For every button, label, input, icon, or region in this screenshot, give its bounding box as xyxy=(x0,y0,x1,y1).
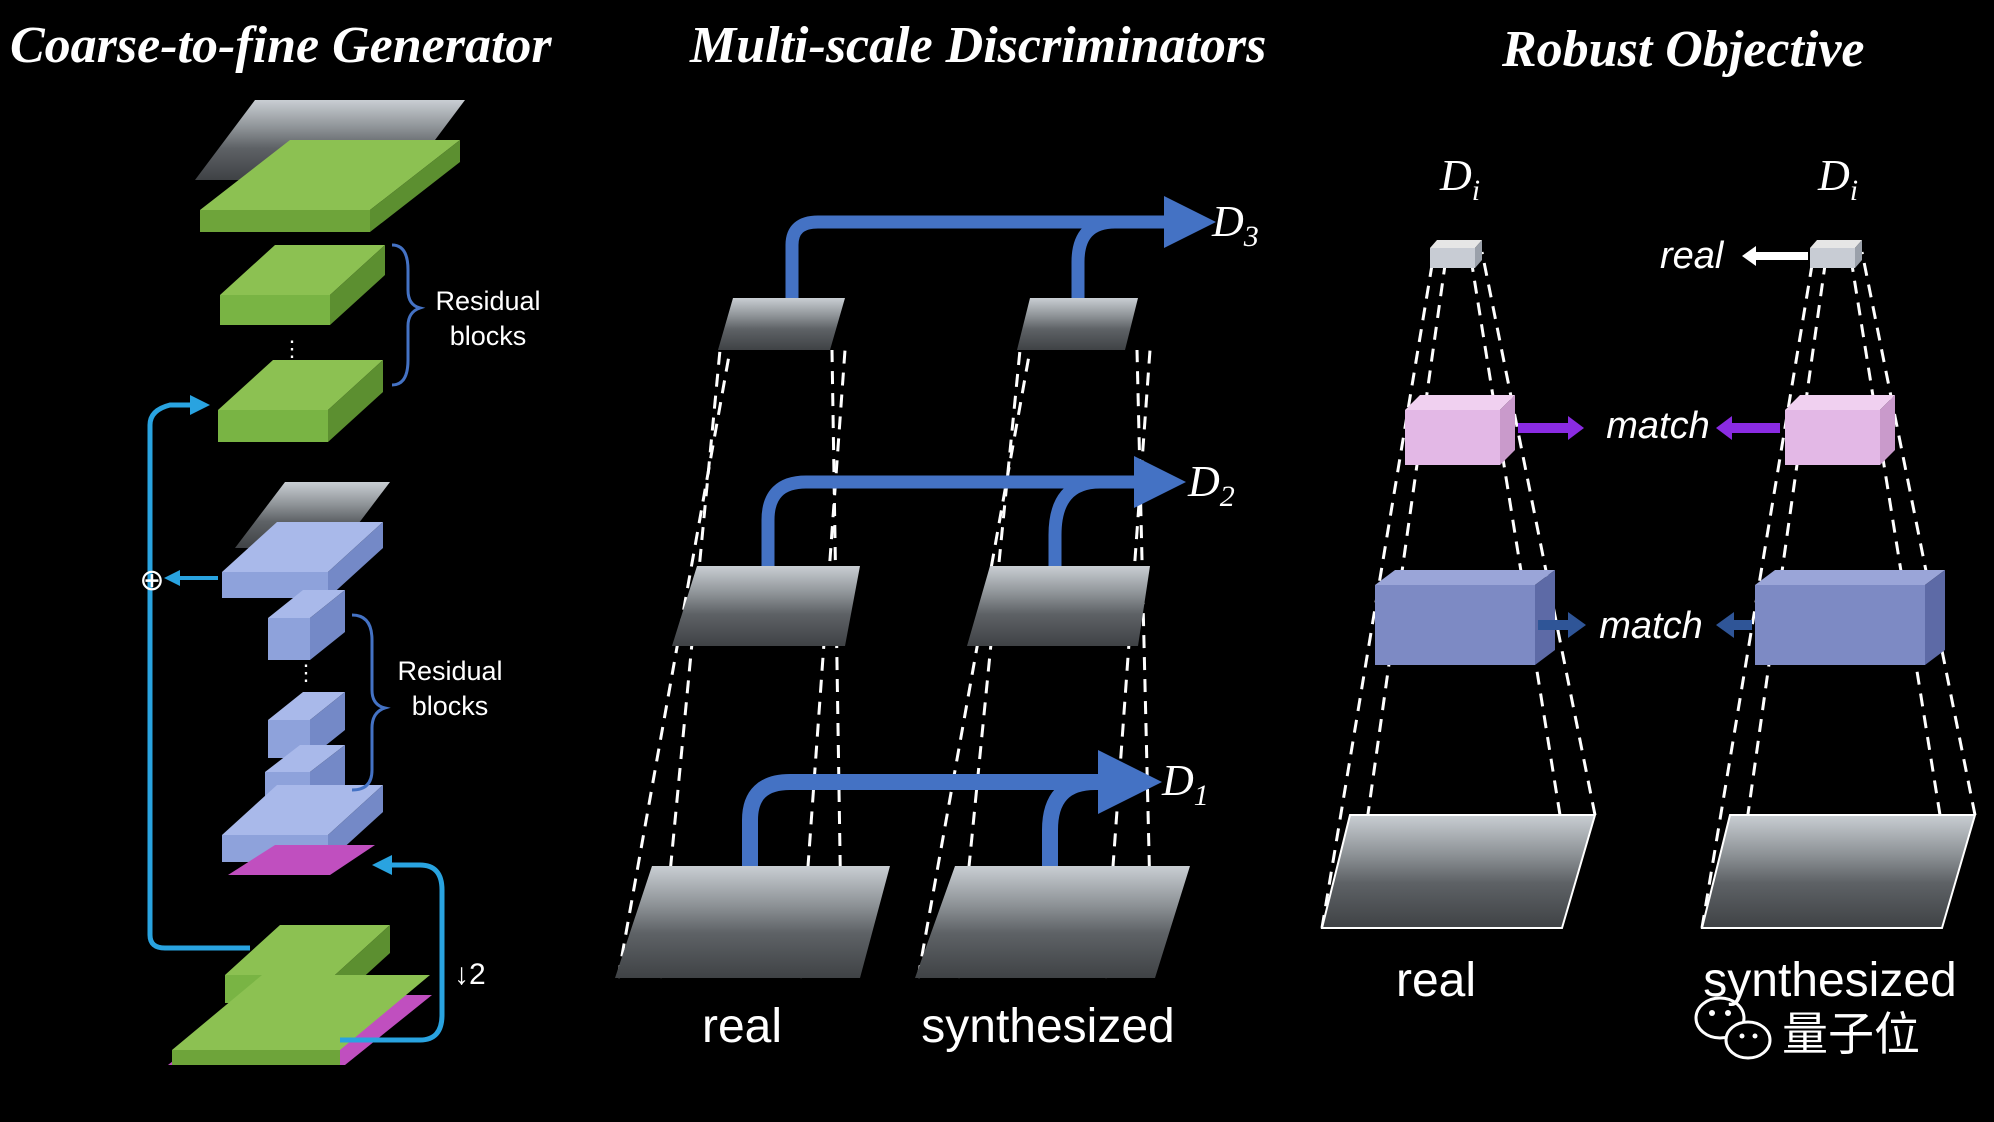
d1-label: D1 xyxy=(1161,756,1209,812)
ellipsis-mid: ⋮ xyxy=(295,660,317,685)
real-arrow-label: real xyxy=(1660,235,1725,277)
match-arrowhead-left-2 xyxy=(1568,612,1586,638)
residual-mid-label-1: Residual xyxy=(397,656,502,686)
residual-top-label-1: Residual xyxy=(435,286,540,316)
d1-arrow xyxy=(742,750,1162,866)
discriminator-diagram: D3 D2 D1 real synthesized xyxy=(615,196,1259,1053)
real-top-feature xyxy=(1430,240,1482,268)
residual-block-top-1 xyxy=(220,245,385,325)
objective-title: Robust Objective xyxy=(1501,21,1865,78)
real-image-scale-1 xyxy=(615,866,890,978)
real-pink-feature xyxy=(1405,395,1515,465)
match-arrowhead-right-1 xyxy=(1716,416,1732,440)
d3-label: D3 xyxy=(1211,197,1259,253)
synth-top-feature xyxy=(1810,240,1862,268)
match-label-1: match xyxy=(1606,405,1709,447)
real-pyramid-lines xyxy=(616,349,847,979)
disc-synth-label: synthesized xyxy=(921,1000,1174,1053)
brace-mid xyxy=(351,613,391,792)
synth-pink-feature xyxy=(1785,395,1895,465)
wechat-icon xyxy=(1694,996,1772,1060)
real-image-scale-2 xyxy=(672,566,860,646)
real-blue-feature xyxy=(1375,570,1555,665)
real-image-scale-3 xyxy=(718,298,845,350)
d3-arrow xyxy=(785,196,1216,298)
ellipsis-top: ⋮ xyxy=(281,336,303,361)
di-label-real: Di xyxy=(1439,151,1480,207)
generator-output-layer xyxy=(195,100,465,232)
watermark-text: 量子位 xyxy=(1782,1007,1920,1061)
residual-mid-label-2: blocks xyxy=(412,691,489,721)
discriminators-title: Multi-scale Discriminators xyxy=(689,17,1266,74)
residual-top-label-2: blocks xyxy=(450,321,527,351)
real-arrowhead xyxy=(1742,246,1756,266)
synth-image-scale-3 xyxy=(1017,298,1138,350)
d3-arrow-synth xyxy=(1071,215,1116,298)
objective-real-label: real xyxy=(1396,954,1476,1007)
d2-label: D2 xyxy=(1187,457,1235,513)
di-label-synth: Di xyxy=(1817,151,1858,207)
match-arrowhead-right-2 xyxy=(1716,612,1734,638)
blue-block-small-1 xyxy=(268,590,345,660)
objective-real-image xyxy=(1320,814,1597,929)
residual-block-top-2 xyxy=(218,360,383,442)
downsample-label: ↓2 xyxy=(454,958,486,991)
synth-image-scale-1 xyxy=(915,866,1190,978)
synth-blue-feature xyxy=(1755,570,1945,665)
sum-icon: ⊕ xyxy=(139,564,164,597)
match-arrowhead-left-1 xyxy=(1568,416,1584,440)
d2-arrow xyxy=(761,456,1186,566)
watermark: 量子位 xyxy=(1694,996,1920,1061)
objective-diagram: Di Di real match match real synthesized xyxy=(1320,151,1977,1007)
disc-real-label: real xyxy=(702,1000,782,1053)
bottom-input-slab xyxy=(168,975,432,1065)
downsample-arrow xyxy=(340,855,445,1043)
match-label-2: match xyxy=(1599,605,1702,647)
d2-arrow-synth xyxy=(1048,475,1101,566)
objective-synth-image xyxy=(1700,814,1977,929)
d1-arrow-synth xyxy=(1042,774,1096,866)
skip-connection-arrow xyxy=(147,395,250,951)
generator-title: Coarse-to-fine Generator xyxy=(10,17,552,74)
generator-diagram: ⋮ Residual blocks ⋮ xyxy=(139,100,541,1065)
synth-pyramid-lines xyxy=(916,349,1154,979)
semantic-map-small xyxy=(228,845,375,875)
brace-top xyxy=(391,243,426,387)
objective-synth-label: synthesized xyxy=(1703,954,1956,1007)
synth-image-scale-2 xyxy=(967,566,1150,646)
